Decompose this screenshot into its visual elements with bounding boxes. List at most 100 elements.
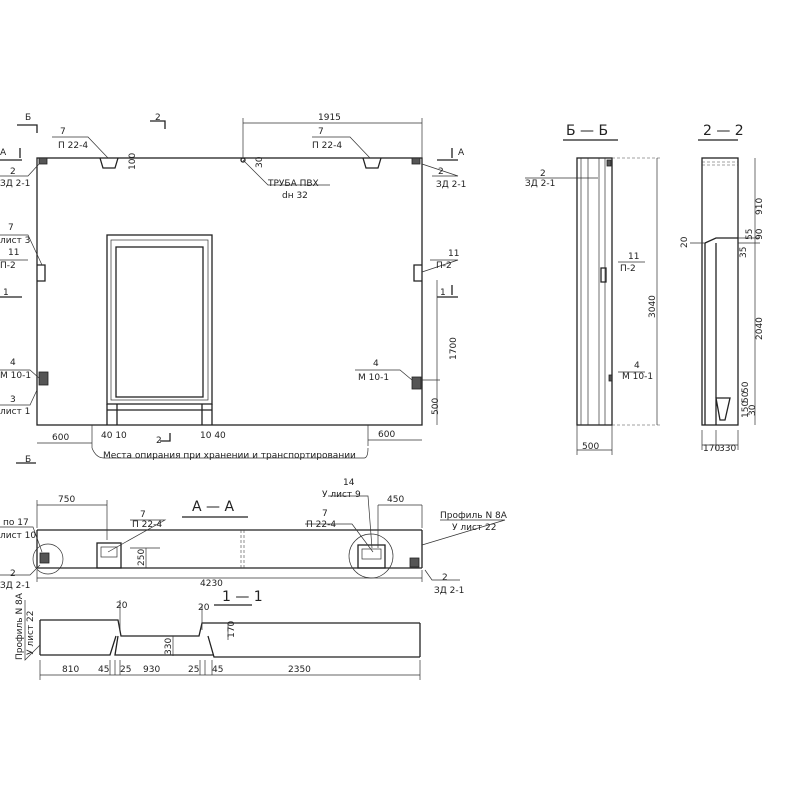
dim-25-right: 25 (188, 665, 199, 675)
section-aa: А — А 750 450 250 4230 7 П 22-4 7 П 22-4… (0, 478, 508, 596)
support-points-note: Места опирания при хранении и транспорти… (103, 451, 356, 461)
callout-num: 7 (322, 509, 328, 519)
dim-4230: 4230 (200, 579, 223, 589)
dim-20: 20 (680, 236, 690, 248)
callout-mark: ЗД 2-1 (434, 586, 464, 596)
callout-num: 2 (442, 573, 448, 583)
callout-num: 11 (8, 248, 19, 258)
callout-num: 7 (60, 127, 66, 137)
dim-30-22: 30 (748, 404, 758, 416)
callout-mark: П-2 (620, 264, 636, 274)
dim-20-left: 20 (116, 601, 128, 611)
section-bb-title: Б — Б (566, 123, 608, 139)
dim-90: 90 (755, 228, 765, 240)
callout-num: 2 (10, 167, 16, 177)
section-bb: Б — Б 3040 500 2 ЗД 2-1 11 П-2 4 М 10-1 (525, 123, 660, 455)
dim-20-right: 20 (198, 603, 210, 613)
callout-num: 7 (140, 510, 146, 520)
section-mark-a-right: А (458, 148, 465, 158)
dim-10-40-right: 10 40 (200, 431, 226, 441)
section-mark-1-right: 1 (440, 288, 446, 298)
callout-num: 2 (10, 569, 16, 579)
embedded-plate-left (38, 371, 49, 386)
callout-mark: М 10-1 (358, 373, 389, 383)
callout-mark: лист 3 (0, 236, 30, 246)
dim-600-left: 600 (52, 433, 69, 443)
dim-170: 170 (703, 444, 720, 454)
callout-mark: П 22-4 (132, 520, 162, 530)
door-opening-outer (106, 234, 213, 405)
callout-mark: лист 10 (0, 531, 36, 541)
dim-25-left: 25 (120, 665, 131, 675)
callout-mark: П-2 (436, 261, 452, 271)
dim-330-11: 330 (164, 638, 174, 655)
dim-810: 810 (62, 665, 79, 675)
dim-2350: 2350 (288, 665, 311, 675)
callout-mark: М 10-1 (622, 372, 653, 382)
section-mark-2-bottom: 2 (156, 436, 162, 446)
dim-450: 450 (387, 495, 404, 505)
callout-mark: ЗД 2-1 (525, 179, 555, 189)
pipe-label: ТРУБА ПВХ (267, 179, 319, 189)
callout-num: 3 (10, 395, 16, 405)
dim-40-10-left: 40 10 (101, 431, 127, 441)
callout-mark: П-2 (0, 261, 16, 271)
dim-50a: 50 (741, 391, 751, 403)
dim-750: 750 (58, 495, 75, 505)
callout-mark: У лист 9 (322, 490, 361, 500)
section-11-title: 1 — 1 (222, 589, 263, 605)
profile-sheet-label: У лист 22 (26, 611, 36, 655)
callout-num: 7 (8, 223, 14, 233)
dim-35: 35 (739, 247, 749, 258)
callout-mark: ЗД 2-1 (0, 581, 30, 591)
embedded-plate-right (411, 376, 422, 390)
callout-mark: ЗД 2-1 (0, 179, 30, 189)
section-aa-title: А — А (192, 499, 234, 515)
dim-55: 55 (745, 229, 755, 240)
dim-1700: 1700 (449, 337, 459, 360)
dim-250: 250 (137, 549, 147, 566)
dim-600-right: 600 (378, 430, 395, 440)
section-mark-b-bottom: Б (25, 455, 31, 465)
dim-930: 930 (143, 665, 160, 675)
dim-45-right: 45 (212, 665, 223, 675)
dim-330: 330 (719, 444, 736, 454)
callout-num: 2 (540, 169, 546, 179)
callout-mark: М 10-1 (0, 371, 31, 381)
dim-910: 910 (755, 198, 765, 215)
dim-100: 100 (128, 153, 138, 170)
dim-2040: 2040 (755, 317, 765, 340)
callout-num: 2 (438, 167, 444, 177)
section-mark-1-left: 1 (3, 288, 9, 298)
section-22: 2 — 2 910 90 55 35 20 2040 150 50 50 30 … (680, 123, 765, 454)
door-opening-inner (115, 246, 204, 398)
dim-30: 30 (255, 156, 265, 168)
panel-elevation: Б 2 2 Б А А 1 1 1915 100 30 1700 500 600… (0, 113, 466, 465)
section-mark-a-left: А (0, 148, 7, 158)
section-mark-2-top: 2 (155, 113, 161, 123)
callout-mark: ЗД 2-1 (436, 180, 466, 190)
callout-mark: П 22-4 (58, 141, 88, 151)
dim-45-left: 45 (98, 665, 109, 675)
callout-mark: лист 1 (0, 407, 30, 417)
callout-num: Профиль N 8А (440, 511, 508, 521)
section-22-title: 2 — 2 (703, 123, 744, 139)
section-mark-b: Б (25, 113, 31, 123)
callout-num: 7 (318, 127, 324, 137)
callout-num: 4 (634, 361, 640, 371)
callout-num: 4 (10, 358, 16, 368)
dim-500-bb: 500 (582, 442, 599, 452)
callout-mark: П 22-4 (312, 141, 342, 151)
dim-500: 500 (431, 398, 441, 415)
dim-50b: 50 (741, 381, 751, 393)
panel-outline (36, 157, 423, 426)
dim-170-11: 170 (227, 621, 237, 638)
callout-num: 11 (448, 249, 459, 259)
callout-mark: П 22-4 (306, 520, 336, 530)
callout-num: 4 (373, 359, 379, 369)
dim-150: 150 (741, 401, 751, 418)
callout-mark: У лист 22 (452, 523, 496, 533)
profile-label: Профиль N 8А (15, 592, 25, 660)
dim-3040: 3040 (648, 295, 658, 318)
